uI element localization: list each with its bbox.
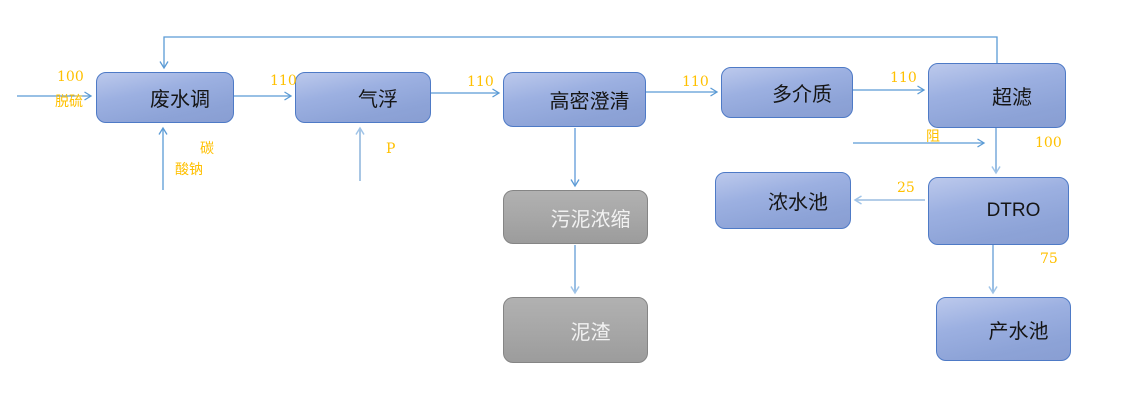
node-label: 产水池 <box>988 318 1049 343</box>
node-sludge-residue: 泥渣 <box>503 297 648 363</box>
dosing-label-p: P <box>386 141 396 157</box>
flow-label-uf-dtro-100: 100 <box>1035 135 1062 151</box>
node-concentrate-tank: 浓水池 <box>715 172 851 229</box>
node-label: 气浮 <box>358 87 398 111</box>
dosing-label-soda-line1: 碳 <box>200 141 214 157</box>
node-label: 多介质 <box>772 82 832 106</box>
node-label: 浓水池 <box>768 190 828 214</box>
dosing-label-soda-line2: 酸钠 <box>175 162 203 178</box>
node-label: 废水调 <box>150 87 210 111</box>
flow-label-inlet-100: 100 <box>57 69 84 85</box>
node-label: 高密澄清 <box>549 89 630 113</box>
flow-label-110-clarifier-multimedia: 110 <box>682 74 709 90</box>
flow-label-dtro-concentrate-25: 25 <box>897 180 915 196</box>
dosing-label-antiscalant: 阻 <box>926 129 940 145</box>
node-label: 污泥浓缩 <box>550 206 631 231</box>
flow-label-110-adjust-flotation: 110 <box>270 73 297 89</box>
node-air-flotation: 气浮 <box>295 72 431 123</box>
node-wastewater-adjust: 废水调 <box>96 72 234 123</box>
flow-label-dtro-product-75: 75 <box>1040 251 1058 267</box>
node-sludge-thickening: 污泥浓缩 <box>503 190 648 244</box>
node-label: 超滤 <box>992 85 1032 109</box>
node-ultrafiltration: 超滤 <box>928 63 1066 128</box>
node-product-tank: 产水池 <box>936 297 1071 361</box>
flow-label-110-flotation-clarifier: 110 <box>467 74 494 90</box>
node-label: 泥渣 <box>570 319 611 344</box>
node-dtro: DTRO <box>928 177 1069 245</box>
stream-label-desulfurization: 脱硫 <box>55 94 83 110</box>
flow-label-110-multimedia-uf: 110 <box>890 70 917 86</box>
node-multi-media: 多介质 <box>721 67 853 118</box>
node-label: DTRO <box>986 200 1041 221</box>
node-high-density-clarifier: 高密澄清 <box>503 72 646 127</box>
edge-uf-recycle-to-adjust <box>159 36 998 70</box>
